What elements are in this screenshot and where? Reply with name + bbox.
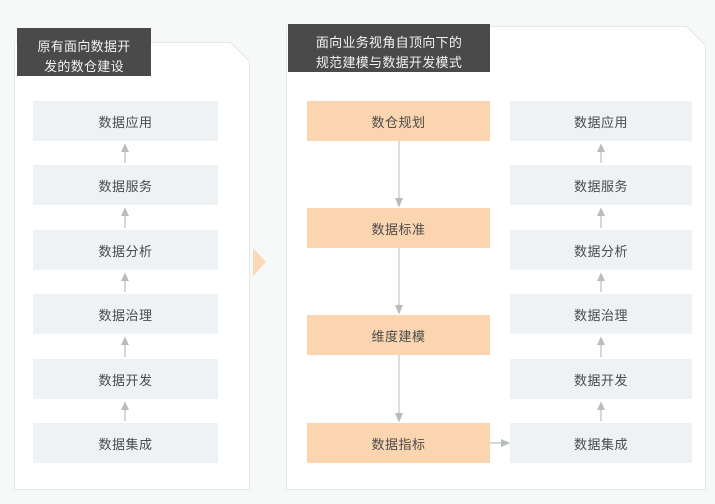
left-node-3[interactable]: 数据治理 bbox=[33, 294, 218, 334]
left-arrow-up-0 bbox=[118, 401, 132, 421]
governance-arrow-down-1 bbox=[392, 248, 406, 315]
left-arrow-up-1 bbox=[118, 336, 132, 357]
governance-node-3[interactable]: 数据指标 bbox=[307, 423, 490, 463]
left-node-1[interactable]: 数据服务 bbox=[33, 165, 218, 205]
left-node-2[interactable]: 数据分析 bbox=[33, 230, 218, 270]
left-arrow-up-4 bbox=[118, 143, 132, 163]
right-stack-node-1[interactable]: 数据服务 bbox=[510, 165, 692, 205]
left-arrow-up-3 bbox=[118, 207, 132, 228]
governance-node-2[interactable]: 维度建模 bbox=[307, 315, 490, 355]
right-stack-node-0[interactable]: 数据应用 bbox=[510, 101, 692, 141]
governance-node-1[interactable]: 数据标准 bbox=[307, 208, 490, 248]
right-stack-node-4[interactable]: 数据开发 bbox=[510, 359, 692, 399]
left-node-0[interactable]: 数据应用 bbox=[33, 101, 218, 141]
right-stack-arrow-up-2 bbox=[594, 272, 608, 292]
right-stack-arrow-up-4 bbox=[594, 143, 608, 163]
right-stack-node-3[interactable]: 数据治理 bbox=[510, 294, 692, 334]
left-panel-title: 原有面向数据开 发的数仓建设 bbox=[17, 28, 151, 76]
left-node-5[interactable]: 数据集成 bbox=[33, 423, 218, 463]
right-stack-arrow-up-0 bbox=[594, 401, 608, 421]
governance-arrow-down-2 bbox=[392, 355, 406, 423]
panel-transition-arrow-icon bbox=[252, 248, 268, 276]
right-stack-arrow-up-3 bbox=[594, 207, 608, 228]
left-node-4[interactable]: 数据开发 bbox=[33, 359, 218, 399]
left-arrow-up-2 bbox=[118, 272, 132, 292]
right-stack-arrow-up-1 bbox=[594, 336, 608, 357]
governance-node-0[interactable]: 数仓规划 bbox=[307, 101, 490, 141]
governance-arrow-down-0 bbox=[392, 141, 406, 208]
right-stack-node-5[interactable]: 数据集成 bbox=[510, 423, 692, 463]
governance-to-stack-arrow bbox=[490, 436, 511, 450]
right-panel-title: 面向业务视角自顶向下的 规范建模与数据开发模式 bbox=[288, 24, 490, 72]
right-stack-node-2[interactable]: 数据分析 bbox=[510, 230, 692, 270]
